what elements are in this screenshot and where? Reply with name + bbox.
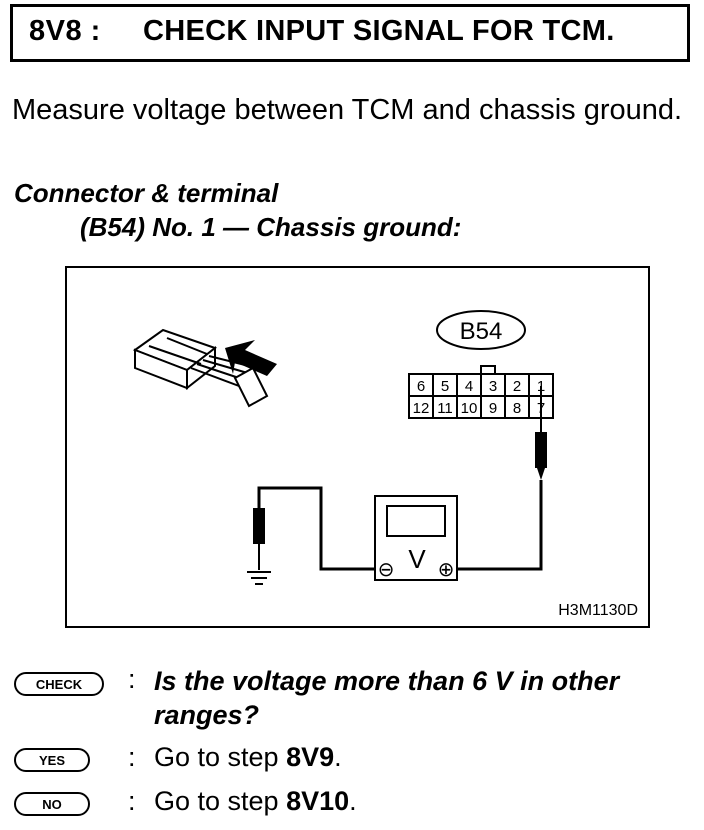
ground-icon [247, 571, 271, 585]
positive-lead-wire [456, 480, 543, 571]
negative-probe [253, 508, 265, 570]
connector-label: B54 [460, 318, 503, 345]
terminal-10: 10 [461, 400, 478, 417]
check-question: Is the voltage more than 6 V in other ra… [154, 666, 620, 730]
step-header-box: 8V8 : CHECK INPUT SIGNAL FOR TCM. [10, 4, 690, 62]
figure-code: H3M1130D [558, 602, 638, 619]
no-badge: NO [14, 792, 90, 816]
yes-colon: : [128, 742, 136, 772]
connector-label-oval [436, 310, 526, 350]
yes-answer-prefix: Go to step [154, 742, 287, 772]
terminal-11: 11 [437, 400, 453, 417]
harness-connector-icon [132, 328, 269, 408]
no-colon: : [128, 786, 136, 816]
step-title: CHECK INPUT SIGNAL FOR TCM. [143, 15, 615, 47]
meter-symbol: V [408, 544, 426, 574]
check-badge: CHECK [14, 672, 104, 696]
connector-face [408, 365, 554, 419]
positive-terminal-icon: ⊕ [438, 557, 455, 581]
yes-step-link[interactable]: 8V9 [286, 742, 335, 772]
terminal-2: 2 [513, 378, 521, 395]
terminal-8: 8 [513, 400, 521, 417]
diagram-drawing: B54 6 5 4 3 2 1 12 11 10 9 8 7 [132, 310, 554, 585]
connector-detail: (B54) No. 1 — Chassis ground: [80, 212, 462, 242]
yes-badge: YES [14, 748, 90, 772]
terminal-9: 9 [489, 400, 497, 417]
no-answer-suffix: . [349, 786, 357, 816]
no-step-link[interactable]: 8V10 [286, 786, 350, 816]
terminal-12: 12 [413, 400, 430, 417]
voltmeter: V ⊖ ⊕ [374, 495, 458, 581]
yes-answer-suffix: . [334, 742, 342, 772]
positive-probe [535, 386, 547, 480]
yes-answer: Go to step 8V9. [154, 742, 342, 773]
wiring-diagram: B54 6 5 4 3 2 1 12 11 10 9 8 7 [65, 266, 650, 628]
negative-terminal-icon: ⊖ [378, 557, 395, 581]
terminal-5: 5 [441, 378, 449, 395]
negative-lead-wire [257, 486, 376, 571]
terminal-3: 3 [489, 378, 497, 395]
meter-display [386, 505, 446, 537]
instruction-text: Measure voltage between TCM and chassis … [12, 94, 683, 126]
connector-heading: Connector & terminal [14, 178, 279, 208]
step-code: 8V8 : [29, 15, 101, 47]
no-answer-prefix: Go to step [154, 786, 287, 816]
arrow-icon [225, 340, 277, 376]
terminal-4: 4 [465, 378, 473, 395]
terminal-6: 6 [417, 378, 425, 395]
check-colon: : [128, 664, 136, 694]
no-answer: Go to step 8V10. [154, 786, 357, 817]
